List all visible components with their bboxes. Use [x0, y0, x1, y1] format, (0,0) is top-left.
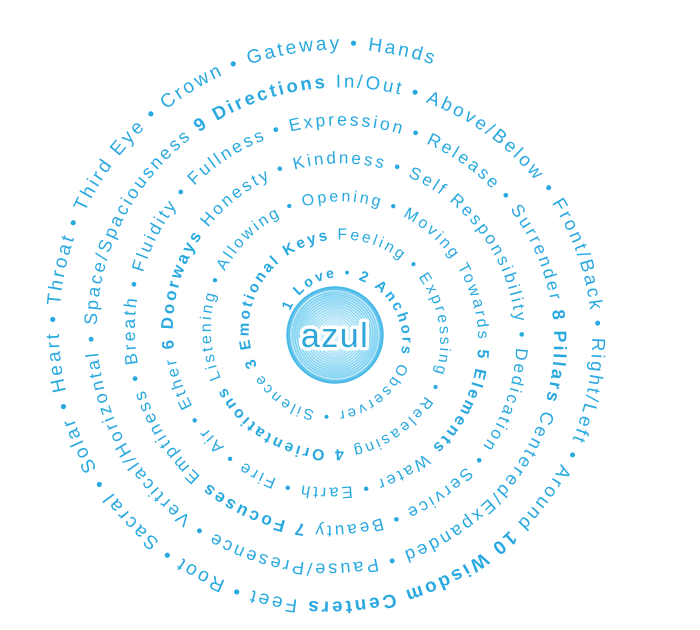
mandala-ring — [330, 327, 344, 341]
mandala-ring — [329, 332, 338, 341]
spiral-group-items: • — [337, 265, 361, 283]
mandala-ring — [325, 322, 348, 345]
mandala-ring — [297, 300, 370, 373]
mandala-ring — [300, 297, 373, 370]
mandala-ring — [328, 328, 342, 342]
mandala-ring — [312, 312, 358, 358]
mandala-ring — [294, 297, 372, 375]
mandala-ring — [315, 318, 352, 355]
mandala-ring — [323, 320, 350, 347]
mandala-ring — [332, 329, 341, 338]
mandala-ring — [317, 317, 353, 353]
mandala-ring — [324, 324, 346, 346]
mandala-ring — [316, 313, 357, 354]
mandala-ring — [326, 326, 344, 344]
mandala-ring — [296, 293, 378, 375]
mandala-ring — [328, 325, 346, 343]
mandala-ring — [320, 323, 347, 350]
mandala-ring — [294, 294, 376, 376]
mandala-ring — [291, 291, 379, 379]
mandala-ring — [302, 299, 371, 368]
mandala-ring — [301, 304, 365, 368]
mandala-ring — [322, 325, 345, 348]
azul-logo-mandala — [286, 286, 384, 384]
mandala-ring — [290, 293, 377, 380]
mandala-ring — [308, 311, 359, 362]
mandala-ring — [309, 306, 364, 361]
spiral-group-label: 8 Pillars — [541, 308, 570, 406]
mandala-ring — [310, 310, 360, 360]
mandala-ring — [306, 309, 361, 364]
mandala-ring — [307, 304, 367, 364]
mandala-ring — [305, 302, 369, 366]
mandala-ring — [331, 331, 339, 339]
mandala-ring — [317, 320, 349, 352]
mandala-ring — [314, 311, 360, 357]
mandala-ring — [296, 296, 374, 374]
mandala-ring — [303, 303, 367, 367]
mandala-ring — [324, 327, 342, 345]
mandala-ring — [314, 314, 356, 356]
mandala-ring — [287, 287, 383, 383]
mandala-ring — [288, 288, 382, 382]
mandala-ring — [301, 301, 369, 369]
mandala-ring — [298, 298, 372, 372]
mandala-ring — [319, 316, 355, 352]
mandala-ring — [305, 305, 365, 365]
mandala-ring — [299, 302, 368, 371]
mandala-ring — [311, 314, 356, 359]
mandala-ring — [286, 286, 384, 384]
mandala-ring — [292, 295, 375, 378]
azul-logo-text: azul — [301, 317, 369, 355]
mandala-ring — [321, 318, 353, 350]
mandala-ring — [321, 321, 349, 349]
mandala-ring — [293, 290, 380, 377]
mandala-ring — [298, 295, 376, 373]
mandala-ring — [312, 309, 362, 359]
mandala-ring — [313, 316, 354, 357]
mandala-ring — [304, 307, 363, 366]
mandala-ring — [319, 319, 351, 351]
mandala-ring — [308, 308, 362, 362]
mandala-ring — [327, 330, 340, 343]
